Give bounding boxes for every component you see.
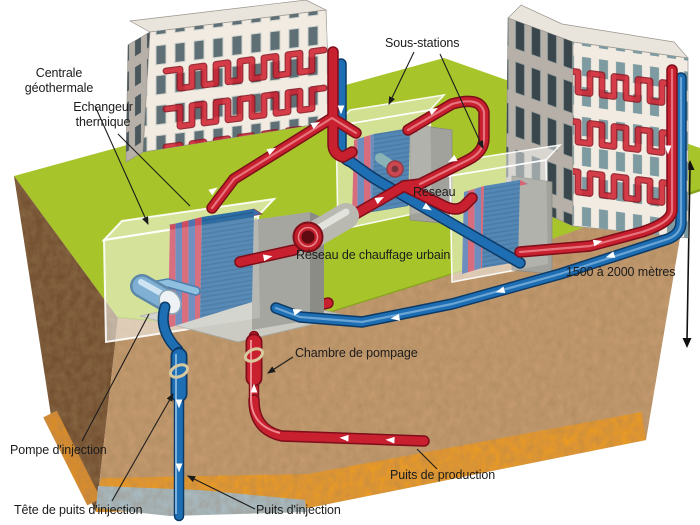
label-reseau-chauffage-urbain: Réseau de chauffage urbain — [296, 248, 451, 262]
label-centrale-geothermale: Centrale géothermale — [24, 66, 94, 95]
label-reseau: Réseau — [413, 185, 456, 199]
label-puits-production: Puits de production — [390, 468, 496, 482]
label-pompe-injection: Pompe d'injection — [10, 443, 107, 457]
network-pump — [292, 203, 359, 253]
label-chambre-de-pompage: Chambre de pompage — [295, 346, 418, 360]
right-building-heating-coils — [573, 67, 678, 206]
label-sous-stations: Sous-stations — [385, 36, 460, 50]
label-echangeur-thermique: Echangeur thermique — [73, 100, 133, 129]
label-puits-injection: Puits d'injection — [256, 503, 341, 517]
right-building — [505, 4, 689, 239]
injection-wellhead — [168, 346, 190, 522]
production-wellhead — [243, 330, 430, 447]
hot-pipes — [206, 46, 678, 268]
cold-pipes — [270, 58, 687, 328]
injection-pump — [130, 274, 201, 356]
leader-lines — [81, 51, 484, 510]
label-profondeur: 1500 à 2000 mètres — [566, 265, 676, 279]
geothermal-plant — [101, 197, 349, 362]
label-tete-puits-injection: Tête de puits d'injection — [14, 503, 143, 517]
